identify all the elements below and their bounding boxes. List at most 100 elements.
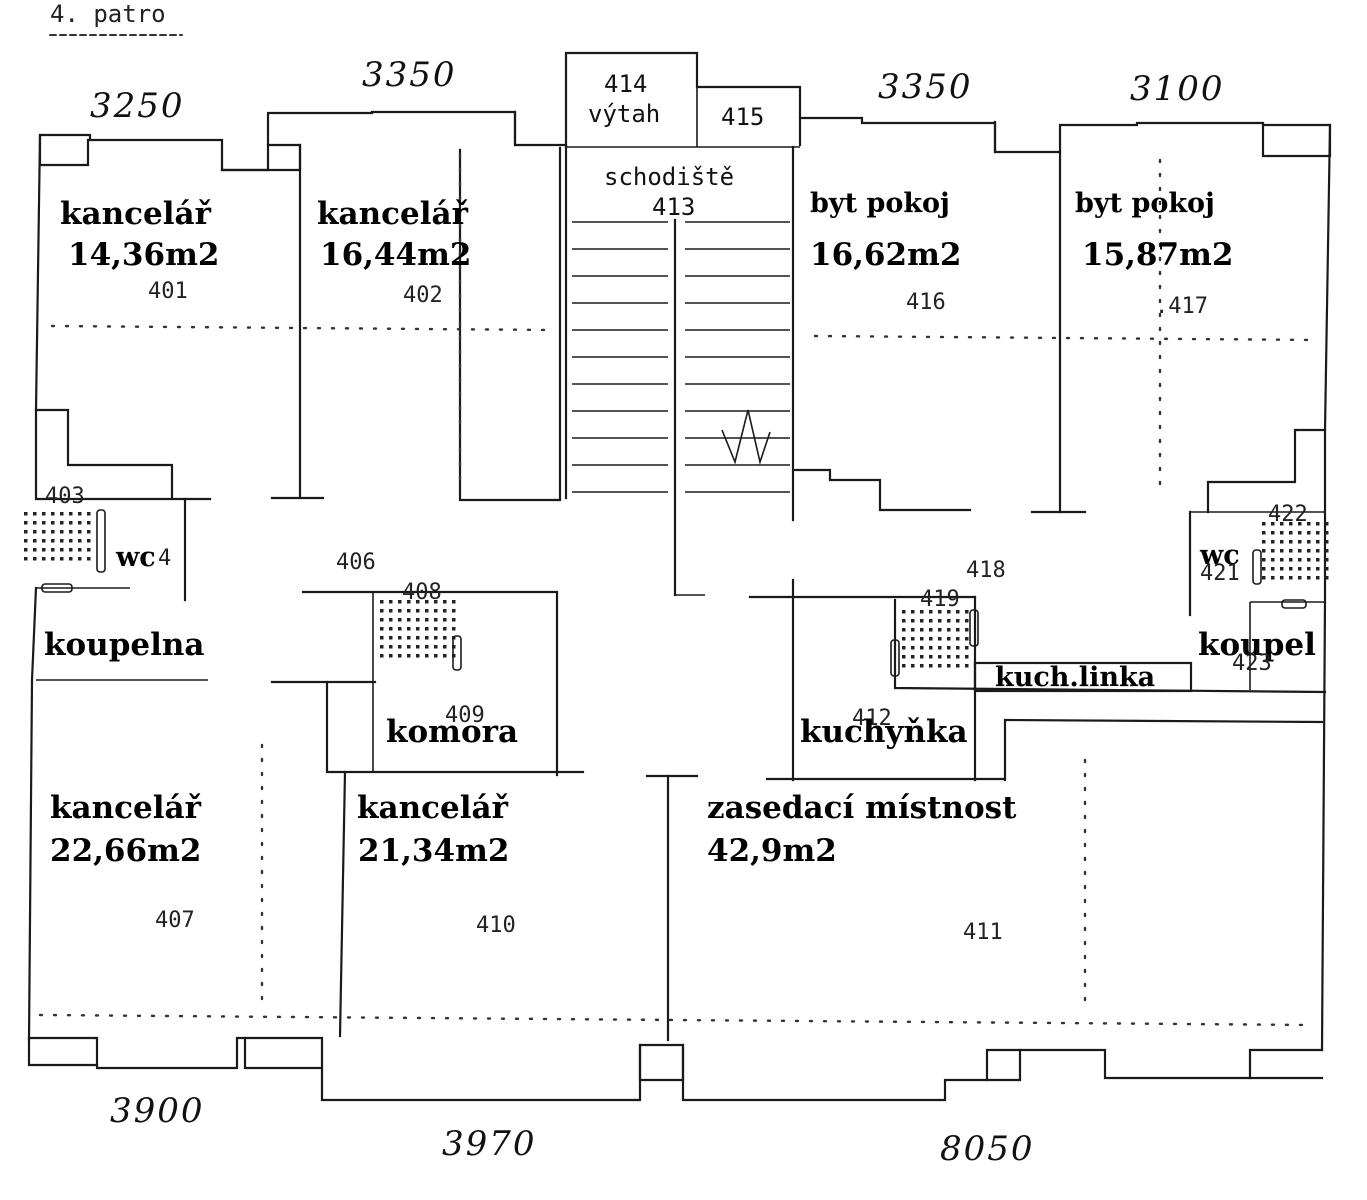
tile-dot — [443, 636, 447, 640]
tile-dot — [1271, 567, 1275, 571]
tile-dot — [78, 512, 82, 516]
tile-dot — [1325, 567, 1329, 571]
tile-dot — [389, 645, 393, 649]
tile-dot — [1262, 540, 1266, 544]
tile-dot — [51, 521, 55, 525]
tile-dot — [1271, 558, 1275, 562]
tile-dot — [407, 618, 411, 622]
tile-dot — [929, 610, 933, 614]
tile-dot — [1262, 531, 1266, 535]
tile-dot — [416, 618, 420, 622]
tile-dot — [920, 655, 924, 659]
tile-dot — [60, 521, 64, 525]
room-414-name: výtah — [588, 100, 660, 128]
tile-dot — [416, 600, 420, 604]
tile-dot — [33, 521, 37, 525]
room-417-name: byt pokoj — [1075, 188, 1215, 219]
tile-dot — [1325, 531, 1329, 535]
tile-dot — [434, 654, 438, 658]
room-408-number: 408 — [402, 580, 442, 605]
tile-dot — [33, 557, 37, 561]
tile-dot — [1262, 576, 1266, 580]
tile-dot — [947, 664, 951, 668]
tile-dot — [416, 654, 420, 658]
room-412-number: 412 — [852, 706, 892, 731]
tile-dot — [434, 618, 438, 622]
tile-dot — [956, 610, 960, 614]
stair-direction-arrow — [721, 409, 771, 465]
dimension-top-3: 3350 — [878, 67, 973, 107]
tile-dot — [380, 627, 384, 631]
tile-dot — [920, 646, 924, 650]
room-402-name: kancelář — [317, 196, 469, 232]
room-411-number: 411 — [963, 920, 1003, 945]
tile-dot — [51, 557, 55, 561]
tile-dot — [407, 645, 411, 649]
tile-dot — [1316, 531, 1320, 535]
tile-dot — [1325, 549, 1329, 553]
tile-dot — [1289, 540, 1293, 544]
tile-dot — [1262, 522, 1266, 526]
tile-dot — [33, 530, 37, 534]
tile-dot — [60, 530, 64, 534]
tile-dot — [902, 646, 906, 650]
tile-dot — [965, 655, 969, 659]
tile-dot — [920, 610, 924, 614]
room-421-number: 421 — [1200, 561, 1240, 586]
tile-dot — [1316, 558, 1320, 562]
tile-dot — [1289, 558, 1293, 562]
tile-dot — [1298, 522, 1302, 526]
tile-dot — [947, 610, 951, 614]
tile-dot — [42, 548, 46, 552]
room-402-area: 16,44m2 — [320, 237, 471, 273]
tile-dot — [60, 539, 64, 543]
tile-dot — [1271, 531, 1275, 535]
tile-dot — [947, 646, 951, 650]
tile-dot — [1289, 522, 1293, 526]
tile-dot — [407, 600, 411, 604]
tile-dot — [425, 609, 429, 613]
tile-dot — [380, 618, 384, 622]
outer-walls — [27, 51, 1332, 1102]
tile-dot — [452, 618, 456, 622]
tile-dot — [1280, 522, 1284, 526]
tile-dot — [87, 521, 91, 525]
room-410-name: kancelář — [357, 790, 509, 826]
tile-dot — [416, 627, 420, 631]
tile-dot — [965, 610, 969, 614]
room-423-name: koupel — [1198, 627, 1316, 663]
tile-dot — [33, 512, 37, 516]
tile-dot — [443, 600, 447, 604]
tile-dot — [1298, 540, 1302, 544]
tile-dot — [443, 654, 447, 658]
tile-dot — [398, 618, 402, 622]
tile-dot — [1262, 549, 1266, 553]
tile-dot — [938, 655, 942, 659]
tile-dot — [78, 539, 82, 543]
tile-dot — [956, 628, 960, 632]
tile-dot — [1307, 549, 1311, 553]
tile-grids — [24, 512, 1329, 668]
room-411-name: zasedací místnost — [707, 790, 1017, 826]
tile-dot — [69, 530, 73, 534]
floor-label: 4. patro — [50, 0, 166, 28]
tile-dot — [902, 628, 906, 632]
tile-dot — [1307, 567, 1311, 571]
room-401-number: 401 — [148, 279, 188, 304]
tile-dot — [938, 664, 942, 668]
tile-dot — [389, 609, 393, 613]
tile-dot — [1289, 531, 1293, 535]
tile-dot — [87, 512, 91, 516]
tile-dot — [87, 557, 91, 561]
tile-dot — [51, 530, 55, 534]
tile-dot — [1280, 549, 1284, 553]
tile-dot — [929, 664, 933, 668]
tile-dot — [51, 539, 55, 543]
tile-dot — [1298, 558, 1302, 562]
tile-dot — [1307, 576, 1311, 580]
room-416-number: 416 — [906, 290, 946, 315]
tile-dot — [1307, 558, 1311, 562]
room-410-number: 410 — [476, 913, 516, 938]
tile-dot — [398, 645, 402, 649]
